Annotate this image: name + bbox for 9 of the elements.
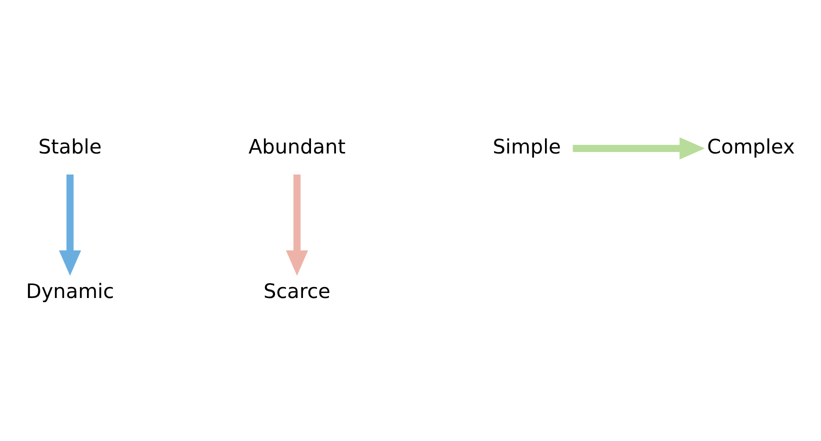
node-text: Complex: [707, 134, 795, 159]
node-text: Scarce: [264, 278, 330, 303]
arrow: [58, 174, 82, 276]
node-text: Simple: [492, 134, 561, 159]
arrow: [286, 174, 308, 276]
node-text: Stable: [38, 134, 102, 159]
node-text: Abundant: [248, 134, 346, 159]
node-text: Dynamic: [26, 278, 114, 303]
arrow: [572, 137, 705, 160]
